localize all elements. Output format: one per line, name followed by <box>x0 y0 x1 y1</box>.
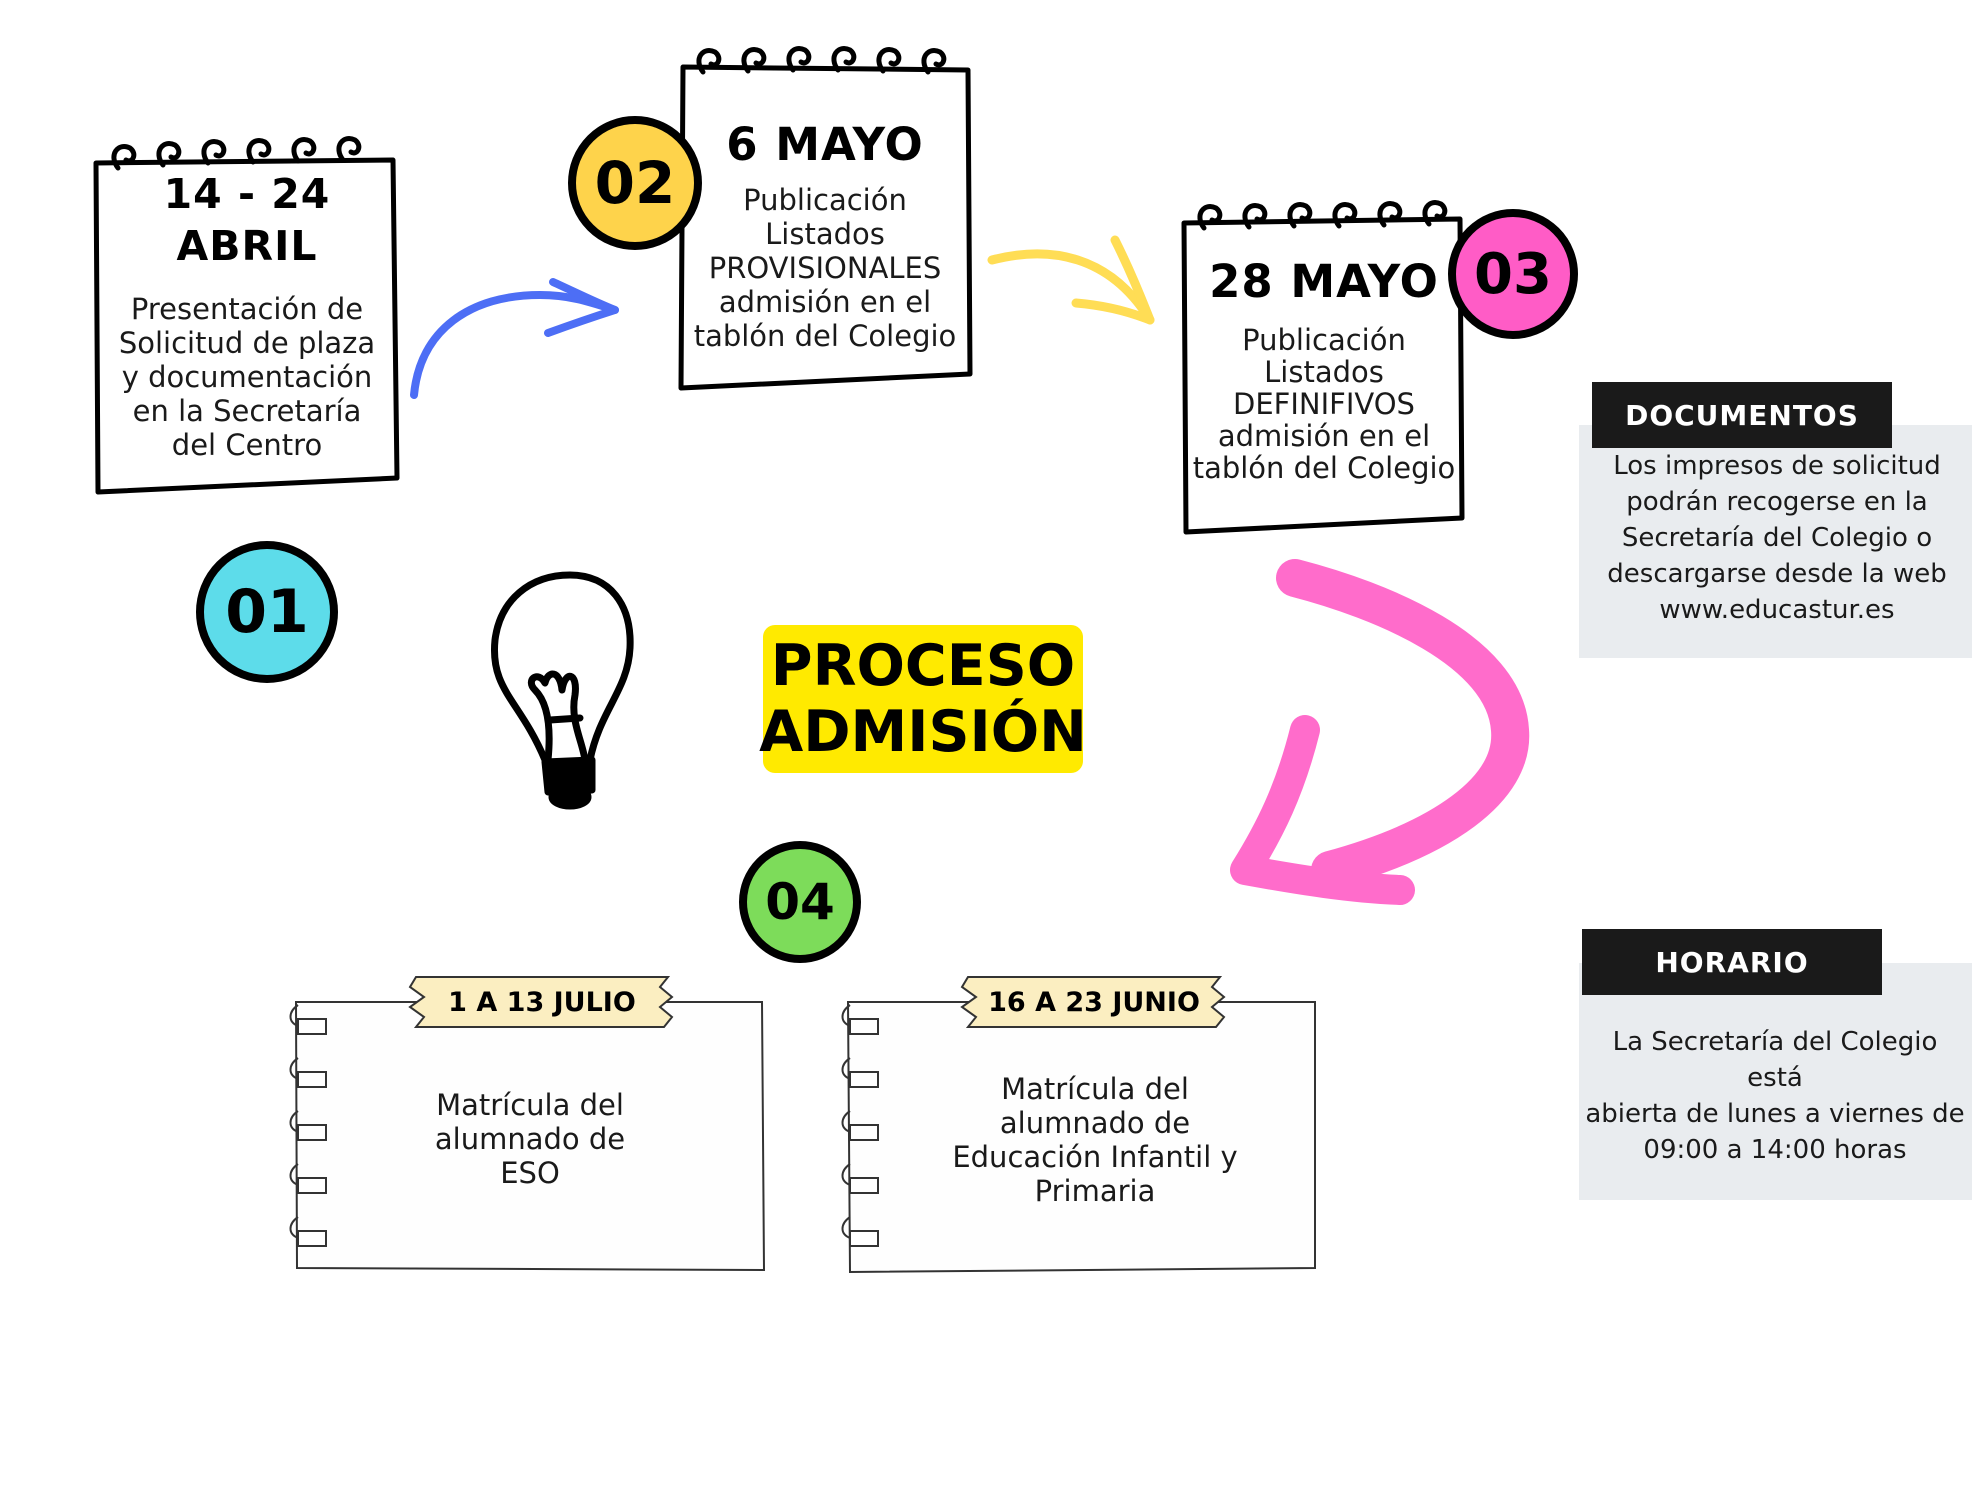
documentos-text: Los impresos de solicitud podrán recoger… <box>1592 448 1962 628</box>
text-line: alumnado de <box>434 1122 626 1156</box>
calendar-card-3 <box>1181 200 1465 535</box>
arrow-2-to-3 <box>987 235 1155 325</box>
text-line: Presentación de <box>130 292 364 326</box>
arrow-3-to-4 <box>1230 559 1530 905</box>
title-line-1: PROCESO <box>770 633 1076 699</box>
spiral-binding-icon <box>696 46 947 75</box>
step-badge-02: 02 <box>568 116 702 250</box>
horario-text: La Secretaría del Colegio está abierta d… <box>1582 1024 1968 1168</box>
horario-panel <box>1579 963 1972 1200</box>
text-line: y documentación <box>121 360 373 394</box>
text-line: Primaria <box>1034 1174 1156 1208</box>
text-line: Matrícula del <box>436 1088 624 1122</box>
text-line: Publicación <box>1242 323 1406 357</box>
text-line: La Secretaría del Colegio está <box>1612 1027 1938 1093</box>
text-line: podrán recogerse en la <box>1626 487 1928 517</box>
text-line: Los impresos de solicitud <box>1613 451 1941 481</box>
calendar-card-1 <box>93 136 400 495</box>
text-line: del Centro <box>171 428 323 462</box>
text-line: admisión en el <box>1217 419 1431 453</box>
arrow-1-to-2 <box>410 278 619 399</box>
text-line: abierta de lunes a viernes de <box>1585 1099 1965 1129</box>
step-1-date-month: ABRIL <box>176 222 318 270</box>
text-line: alumnado de <box>999 1106 1191 1140</box>
tape-1 <box>408 976 674 1028</box>
step-2-description: Publicación Listados PROVISIONALES admis… <box>690 183 960 353</box>
step-3-date: 28 MAYO <box>1209 255 1439 308</box>
spiral-binding-icon <box>111 136 362 171</box>
documentos-panel <box>1579 425 1972 658</box>
text-line: 09:00 a 14:00 horas <box>1643 1135 1907 1165</box>
step-badge-01: 01 <box>196 541 338 683</box>
note-card-1 <box>289 1001 766 1272</box>
step-badge-03: 03 <box>1448 209 1578 339</box>
text-line: www.educastur.es <box>1659 595 1895 625</box>
spiral-binding-icon <box>1197 200 1448 231</box>
text-line: Matrícula del <box>1001 1072 1189 1106</box>
text-line: Educación Infantil y <box>952 1140 1238 1174</box>
process-title: PROCESO ADMISIÓN <box>759 625 1087 773</box>
text-line: ESO <box>500 1156 560 1190</box>
text-line: Publicación <box>743 183 907 217</box>
step-2-date: 6 MAYO <box>726 118 924 171</box>
text-line: tablón del Colegio <box>1192 451 1456 485</box>
text-line: Listados <box>765 217 885 251</box>
horario-title: HORARIO <box>1582 929 1882 995</box>
tape-2 <box>960 976 1226 1028</box>
step-1-description: Presentación de Solicitud de plaza y doc… <box>108 292 386 462</box>
note-card-2 <box>841 1001 1316 1274</box>
text-line: Listados <box>1264 355 1384 389</box>
lightbulb-icon <box>490 571 634 810</box>
step-1-date: 14 - 24 ABRIL <box>118 168 376 272</box>
calendar-card-2 <box>678 46 973 391</box>
text-line: Secretaría del Colegio o <box>1621 523 1933 553</box>
text-line: PROVISIONALES <box>708 251 942 285</box>
text-line: descargarse desde la web <box>1607 559 1947 589</box>
text-line: DEFINIFIVOS <box>1233 387 1415 421</box>
note-1-text: Matrícula del alumnado de ESO <box>400 1088 660 1190</box>
step-1-date-days: 14 - 24 <box>163 170 331 218</box>
text-line: admisión en el <box>718 285 932 319</box>
text-line: Solicitud de plaza <box>118 326 376 360</box>
text-line: tablón del Colegio <box>693 319 957 353</box>
documentos-title: DOCUMENTOS <box>1592 382 1892 448</box>
note-2-date: 16 A 23 JUNIO <box>988 986 1200 1018</box>
note-2-text: Matrícula del alumnado de Educación Infa… <box>920 1072 1270 1208</box>
note-1-date: 1 A 13 JULIO <box>448 986 636 1018</box>
step-3-description: Publicación Listados DEFINIFIVOS admisió… <box>1190 324 1458 484</box>
text-line: en la Secretaría <box>132 394 362 428</box>
step-badge-04: 04 <box>739 841 861 963</box>
title-line-2: ADMISIÓN <box>759 699 1087 765</box>
